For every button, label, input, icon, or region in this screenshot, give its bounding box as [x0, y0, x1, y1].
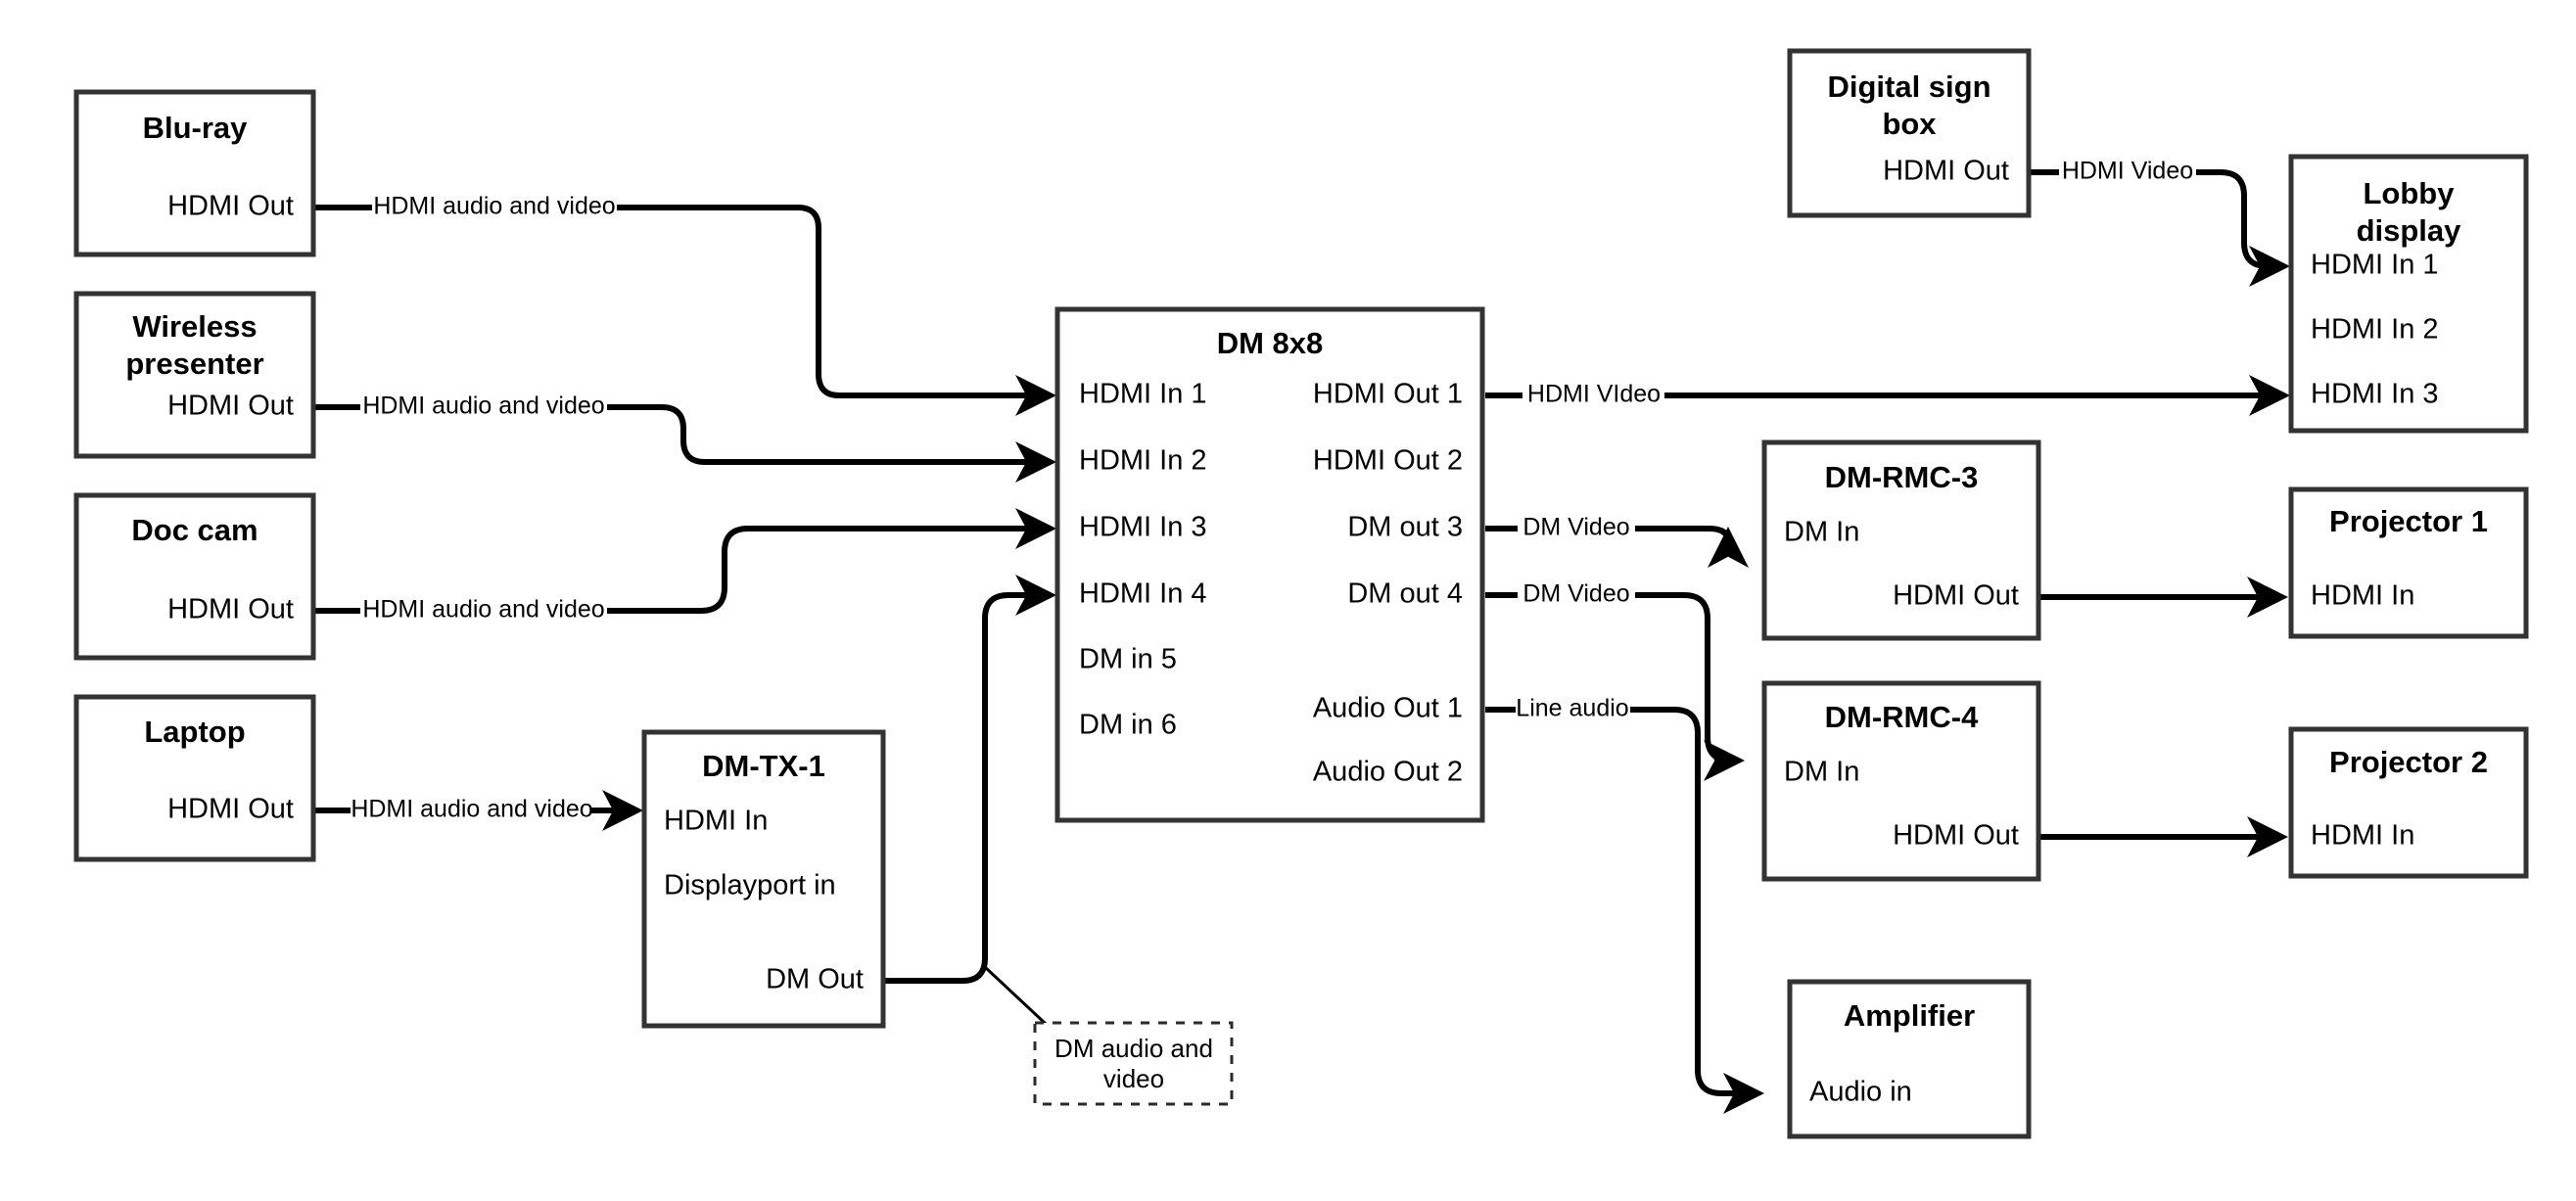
port-hdmi-out: HDMI Out — [1893, 820, 2019, 852]
device-box — [73, 89, 316, 257]
wire-label-dm-video-out4: DM Video — [1522, 580, 1629, 608]
device-projector-2[interactable]: Projector 2 HDMI In — [2288, 726, 2529, 879]
wire-label-hdmi-video-out1: HDMI VIdeo — [1527, 381, 1661, 408]
port-dm-out-4: DM out 4 — [1347, 578, 1463, 610]
callout-box — [1033, 1021, 1234, 1106]
device-box — [2288, 726, 2529, 879]
device-box — [73, 492, 316, 661]
device-title-line1: Digital sign — [1827, 69, 1991, 104]
wire-label-line-audio: Line audio — [1516, 695, 1628, 722]
device-title-line2: display — [2357, 213, 2462, 248]
wire-label-doccam: HDMI audio and video — [362, 596, 604, 624]
device-blu-ray[interactable]: Blu-ray HDMI Out — [73, 89, 316, 257]
connection-dm8x8-to-rmc4: DM Video — [1485, 580, 1745, 781]
device-title: DM-TX-1 — [702, 749, 825, 783]
device-box — [73, 694, 316, 862]
connection-dmtx1-to-dm8x8 — [883, 575, 1062, 1039]
device-title: Blu-ray — [143, 111, 249, 145]
device-laptop[interactable]: Laptop HDMI Out — [73, 694, 316, 862]
device-box — [641, 729, 886, 1029]
port-dm-in-6: DM in 6 — [1079, 710, 1177, 741]
port-hdmi-out: HDMI Out — [1893, 580, 2019, 612]
device-box — [1787, 979, 2032, 1139]
device-title-line1: Lobby — [2364, 176, 2456, 210]
wire-label-hdmi-video-signbox: HDMI Video — [2062, 158, 2193, 185]
port-dm-out-3: DM out 3 — [1347, 512, 1463, 543]
port-dm-in: DM In — [1784, 757, 1859, 788]
device-doc-cam[interactable]: Doc cam HDMI Out — [73, 492, 316, 661]
device-dm-8x8[interactable]: DM 8x8 HDMI In 1 HDMI In 2 HDMI In 3 HDM… — [1054, 306, 1485, 823]
connection-dm8x8-to-amplifier: Line audio — [1485, 695, 1764, 1114]
port-hdmi-out: HDMI Out — [1883, 156, 2009, 187]
device-title: Projector 1 — [2329, 504, 2488, 538]
connection-laptop-to-dmtx1: HDMI audio and video — [313, 790, 643, 831]
port-hdmi-in-1: HDMI In 1 — [2311, 250, 2439, 281]
device-lobby-display[interactable]: Lobby display HDMI In 1 HDMI In 2 HDMI I… — [2288, 154, 2529, 434]
device-dm-rmc-4[interactable]: DM-RMC-4 DM In HDMI Out — [1761, 680, 2041, 882]
device-box — [2288, 154, 2529, 434]
device-amplifier[interactable]: Amplifier Audio in — [1787, 979, 2032, 1139]
device-title: Doc cam — [131, 513, 258, 547]
device-box — [2288, 486, 2529, 639]
device-title: Projector 2 — [2329, 745, 2488, 779]
port-hdmi-out: HDMI Out — [167, 794, 294, 825]
port-hdmi-in-2: HDMI In 2 — [2311, 314, 2439, 346]
port-dm-out: DM Out — [766, 964, 864, 995]
port-hdmi-out-1: HDMI Out 1 — [1313, 379, 1463, 410]
device-box — [73, 291, 316, 459]
device-title: Amplifier — [1844, 998, 1975, 1033]
device-box — [1054, 306, 1485, 823]
device-dm-tx-1[interactable]: DM-TX-1 HDMI In Displayport in DM Out — [641, 729, 886, 1029]
port-hdmi-in-3: HDMI In 3 — [2311, 379, 2439, 410]
device-title: DM 8x8 — [1217, 326, 1324, 360]
port-hdmi-in-2: HDMI In 2 — [1079, 445, 1207, 477]
wire-label-laptop: HDMI audio and video — [351, 796, 592, 823]
port-audio-in: Audio in — [1809, 1077, 1912, 1108]
device-projector-1[interactable]: Projector 1 HDMI In — [2288, 486, 2529, 639]
callout-line2: video — [1103, 1064, 1164, 1093]
callout-dm-audio-and-video: DM audio and video — [1033, 1021, 1234, 1106]
connection-doccam-to-dm8x8: HDMI audio and video — [313, 508, 1056, 624]
device-title: DM-RMC-4 — [1825, 700, 1979, 734]
connection-signbox-to-lobby: HDMI Video — [2029, 158, 2290, 287]
port-displayport-in: Displayport in — [664, 870, 836, 901]
port-audio-out-2: Audio Out 2 — [1313, 757, 1463, 788]
connection-wireless-to-dm8x8: HDMI audio and video — [313, 393, 1056, 483]
device-box — [1761, 439, 2041, 641]
port-dm-in: DM In — [1784, 517, 1859, 548]
wire-label-wireless: HDMI audio and video — [362, 393, 604, 420]
port-hdmi-out: HDMI Out — [167, 191, 294, 222]
port-hdmi-in: HDMI In — [2311, 820, 2414, 852]
port-hdmi-in-3: HDMI In 3 — [1079, 512, 1207, 543]
port-hdmi-in-4: HDMI In 4 — [1079, 578, 1207, 610]
device-title-line2: presenter — [125, 346, 263, 381]
device-box — [1787, 48, 2032, 218]
port-hdmi-in-1: HDMI In 1 — [1079, 379, 1207, 410]
connection-bluray-to-dm8x8: HDMI audio and video — [313, 193, 1056, 416]
port-audio-out-1: Audio Out 1 — [1313, 693, 1463, 724]
connection-dm8x8-to-lobby: HDMI VIdeo — [1485, 375, 2290, 416]
wire-label-bluray: HDMI audio and video — [373, 193, 615, 220]
device-title-line2: box — [1882, 107, 1937, 141]
device-title: Laptop — [144, 715, 245, 749]
port-hdmi-out: HDMI Out — [167, 391, 294, 422]
port-hdmi-in: HDMI In — [2311, 580, 2414, 612]
device-wireless-presenter[interactable]: Wireless presenter HDMI Out — [73, 291, 316, 459]
device-digital-sign-box[interactable]: Digital sign box HDMI Out — [1787, 48, 2032, 218]
device-dm-rmc-3[interactable]: DM-RMC-3 DM In HDMI Out — [1761, 439, 2041, 641]
device-box — [1761, 680, 2041, 882]
connection-dm8x8-to-rmc3: DM Video — [1485, 514, 1749, 568]
callout-line1: DM audio and — [1054, 1034, 1213, 1063]
wire-label-dm-video-out3: DM Video — [1522, 514, 1629, 541]
port-hdmi-out: HDMI Out — [167, 594, 294, 625]
device-title-line1: Wireless — [132, 309, 257, 344]
port-dm-in-5: DM in 5 — [1079, 644, 1177, 675]
port-hdmi-out-2: HDMI Out 2 — [1313, 445, 1463, 477]
device-title: DM-RMC-3 — [1825, 460, 1979, 494]
port-hdmi-in: HDMI In — [664, 806, 768, 837]
